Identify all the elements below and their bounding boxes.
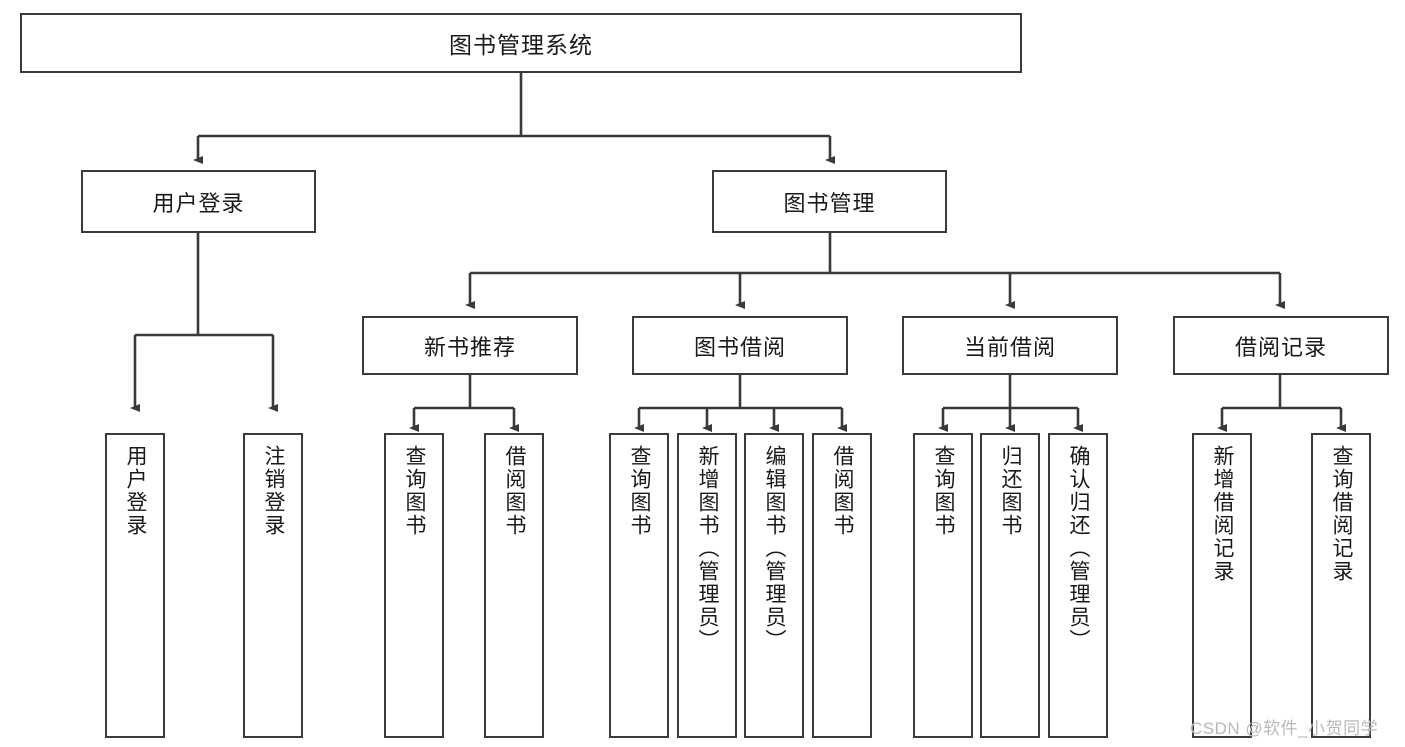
- leaf-query-book-recommend[interactable]: 查询图书: [384, 433, 444, 738]
- leaf-add-borrow-record[interactable]: 新增借阅记录: [1192, 433, 1252, 738]
- node-new-book-recommend[interactable]: 新书推荐: [362, 316, 578, 375]
- node-label: 用户登录: [124, 445, 148, 537]
- node-root-book-management-system[interactable]: 图书管理系统: [20, 13, 1022, 73]
- node-current-borrow[interactable]: 当前借阅: [902, 316, 1118, 375]
- node-label: 注销登录: [262, 445, 286, 537]
- node-label: 新增借阅记录: [1211, 445, 1235, 583]
- node-book-manage[interactable]: 图书管理: [712, 170, 947, 233]
- node-label: 归还图书: [999, 445, 1023, 537]
- leaf-edit-book[interactable]: 编辑图书（管理员）: [744, 433, 804, 738]
- node-label: 确认归还（管理员）: [1067, 445, 1091, 652]
- node-label: 借阅图书: [503, 445, 527, 537]
- node-label: 查询图书: [932, 445, 956, 537]
- node-label: 新书推荐: [423, 334, 516, 360]
- node-label: 借阅图书: [831, 445, 855, 537]
- node-book-borrow[interactable]: 图书借阅: [632, 316, 848, 375]
- node-label: 查询借阅记录: [1330, 445, 1354, 583]
- node-label: 用户登录: [152, 190, 245, 216]
- node-label: 编辑图书（管理员）: [763, 445, 787, 652]
- node-label: 借阅记录: [1234, 334, 1327, 360]
- node-label: 查询图书: [403, 445, 427, 537]
- watermark: CSDN @软件_小贺同学: [1190, 719, 1379, 738]
- node-label: 查询图书: [628, 445, 652, 537]
- leaf-query-book-borrow[interactable]: 查询图书: [609, 433, 669, 738]
- leaf-add-book[interactable]: 新增图书（管理员）: [677, 433, 737, 738]
- node-user-login[interactable]: 用户登录: [81, 170, 316, 233]
- node-label: 当前借阅: [963, 334, 1056, 360]
- leaf-logout[interactable]: 注销登录: [243, 433, 303, 738]
- leaf-query-borrow-record[interactable]: 查询借阅记录: [1311, 433, 1371, 738]
- node-borrow-record[interactable]: 借阅记录: [1173, 316, 1389, 375]
- node-label: 新增图书（管理员）: [696, 445, 720, 652]
- leaf-query-book-current[interactable]: 查询图书: [913, 433, 973, 738]
- leaf-return-book[interactable]: 归还图书: [980, 433, 1040, 738]
- leaf-borrow-book-recommend[interactable]: 借阅图书: [484, 433, 544, 738]
- leaf-borrow-book[interactable]: 借阅图书: [812, 433, 872, 738]
- leaf-confirm-return[interactable]: 确认归还（管理员）: [1048, 433, 1108, 738]
- node-label: 图书借阅: [693, 334, 786, 360]
- node-label: 图书管理: [783, 190, 876, 216]
- leaf-user-login[interactable]: 用户登录: [105, 433, 165, 738]
- node-label: 图书管理系统: [449, 32, 593, 58]
